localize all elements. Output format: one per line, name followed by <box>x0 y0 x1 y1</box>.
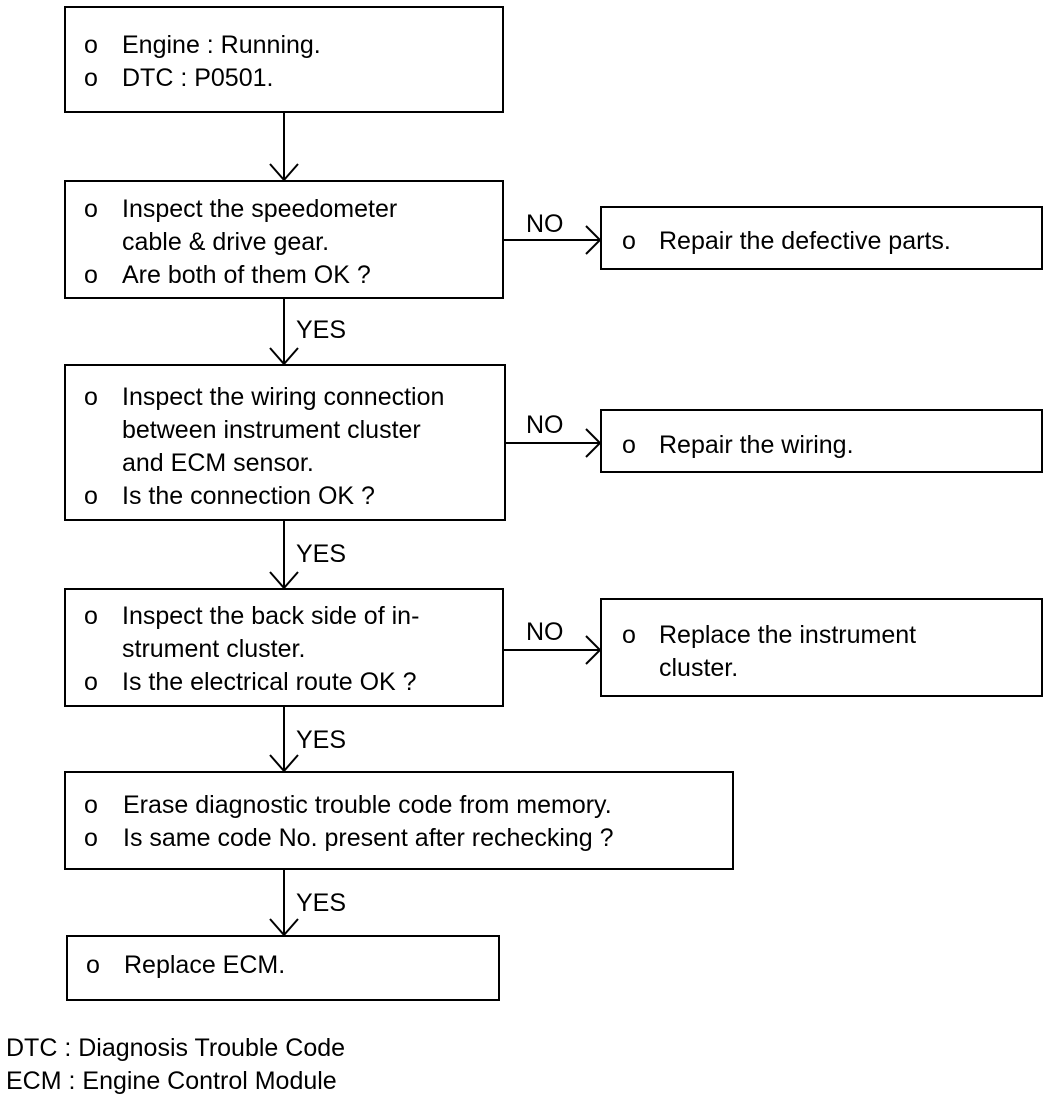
box-replace-cluster-line-1: Replace the instrument <box>659 621 917 649</box>
box-speedometer-line-1: Inspect the speedometer <box>122 195 398 223</box>
box-speedometer-line-3: Are both of them OK ? <box>122 261 371 289</box>
box-replace-cluster-line-2: cluster. <box>659 654 739 682</box>
box-wiring-check: o Inspect the wiring connection between … <box>64 364 506 521</box>
box-start: o Engine : Running. o DTC : P0501. <box>64 6 504 113</box>
bullet: o <box>84 383 98 411</box>
label-yes: YES <box>296 316 347 344</box>
bullet: o <box>84 195 98 223</box>
bullet: o <box>84 791 98 819</box>
bullet: o <box>84 31 98 59</box>
box-speedometer-check: o Inspect the speedometer cable & drive … <box>64 180 504 299</box>
bullet: o <box>84 824 98 852</box>
bullet: o <box>84 602 98 630</box>
box-backside-line-3: Is the electrical route OK ? <box>122 668 417 696</box>
label-yes: YES <box>296 726 347 754</box>
bullet: o <box>84 668 98 696</box>
bullet: o <box>622 621 636 649</box>
box-wiring-line-3: and ECM sensor. <box>122 449 314 477</box>
box-repair-wiring-line-1: Repair the wiring. <box>659 431 854 459</box>
label-yes: YES <box>296 540 347 568</box>
legend-ecm: ECM : Engine Control Module <box>6 1067 337 1095</box>
box-speedometer-line-2: cable & drive gear. <box>122 228 330 256</box>
legend-dtc: DTC : Diagnosis Trouble Code <box>6 1034 346 1062</box>
bullet: o <box>84 64 98 92</box>
bullet: o <box>84 261 98 289</box>
box-replace-ecm-line-1: Replace ECM. <box>124 951 286 979</box>
box-replace-instrument-cluster: o Replace the instrument cluster. <box>600 598 1043 697</box>
box-erase-line-2: Is same code No. present after recheckin… <box>123 824 614 852</box>
label-no: NO <box>526 618 564 646</box>
box-wiring-line-1: Inspect the wiring connection <box>122 383 445 411</box>
label-no: NO <box>526 411 564 439</box>
box-repair-wiring: o Repair the wiring. <box>600 409 1043 473</box>
box-backside-line-1: Inspect the back side of in- <box>122 602 420 630</box>
box-erase-line-1: Erase diagnostic trouble code from memor… <box>123 791 612 819</box>
box-wiring-line-2: between instrument cluster <box>122 416 421 444</box>
box-backside-check: o Inspect the back side of in- strument … <box>64 588 504 707</box>
bullet: o <box>622 431 636 459</box>
box-replace-ecm: o Replace ECM. <box>66 935 500 1001</box>
box-wiring-line-4: Is the connection OK ? <box>122 482 375 510</box>
box-start-line-1: Engine : Running. <box>122 31 321 59</box>
bullet: o <box>84 482 98 510</box>
bullet: o <box>86 951 100 979</box>
label-yes: YES <box>296 889 347 917</box>
box-erase-dtc: o Erase diagnostic trouble code from mem… <box>64 771 734 870</box>
box-repair-parts-line-1: Repair the defective parts. <box>659 227 951 255</box>
box-repair-defective-parts: o Repair the defective parts. <box>600 206 1043 270</box>
box-start-line-2: DTC : P0501. <box>122 64 274 92</box>
label-no: NO <box>526 210 564 238</box>
box-backside-line-2: strument cluster. <box>122 635 306 663</box>
bullet: o <box>622 227 636 255</box>
